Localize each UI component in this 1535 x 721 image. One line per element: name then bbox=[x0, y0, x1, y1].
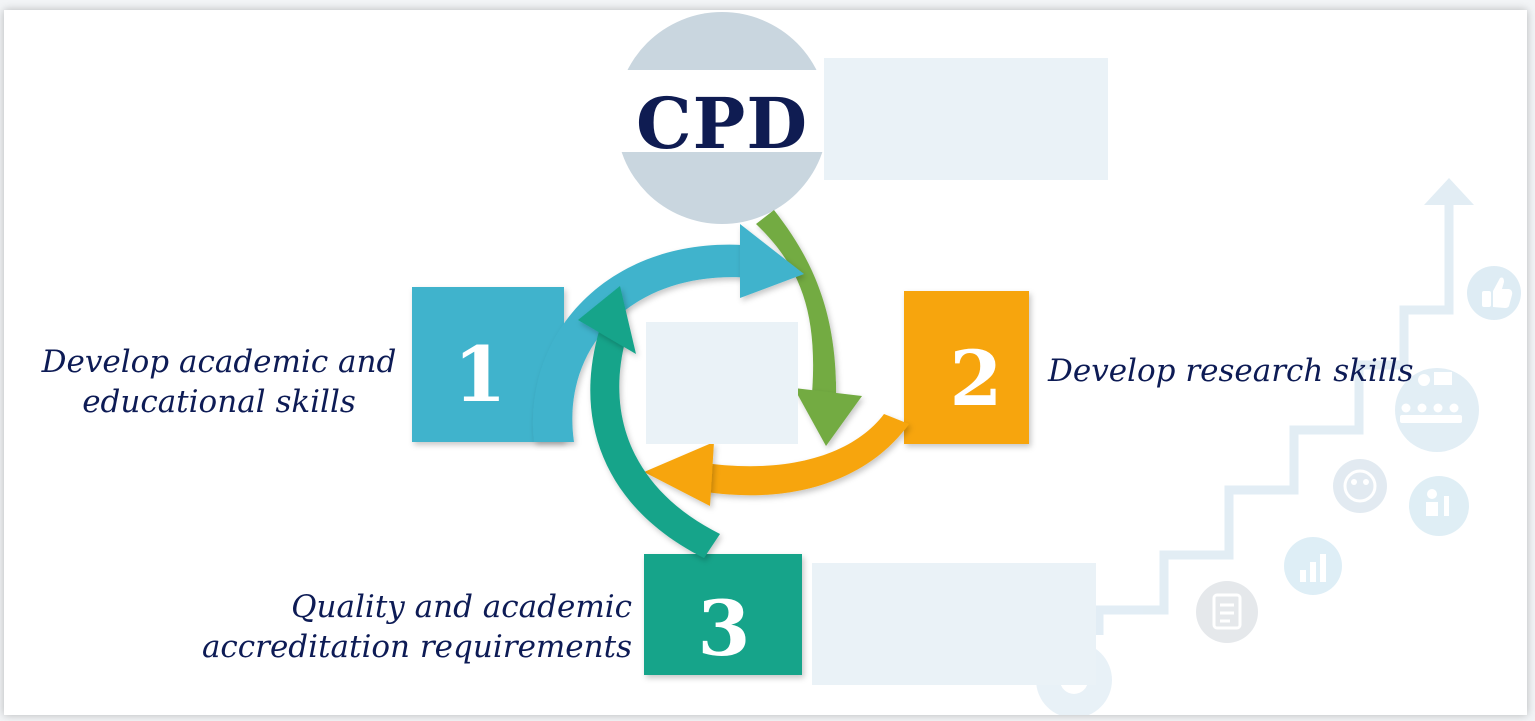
label-line: Develop academic and bbox=[41, 344, 397, 380]
cpd-title-shape bbox=[608, 12, 1108, 224]
green-arrow-head bbox=[794, 388, 862, 446]
clipboard-icon bbox=[1196, 581, 1258, 643]
label-line: accreditation requirements bbox=[201, 628, 632, 665]
badge-number-2: 2 bbox=[949, 334, 1003, 423]
badge-2 bbox=[904, 291, 1029, 444]
growth-icon bbox=[1409, 476, 1469, 536]
thumbs-up-icon bbox=[1467, 266, 1521, 320]
label-quality-accreditation: Quality and academic accreditation requi… bbox=[182, 588, 632, 667]
presentation-icon bbox=[1395, 368, 1479, 452]
title-band bbox=[608, 70, 846, 152]
badge-number-3: 3 bbox=[697, 584, 751, 673]
title-cpd: CPD bbox=[635, 82, 809, 165]
center-panel bbox=[646, 322, 798, 444]
cpd-cycle-diagram bbox=[412, 12, 1521, 715]
blue-arrow-head bbox=[740, 224, 804, 298]
badge-3 bbox=[644, 554, 802, 675]
orange-arrow bbox=[694, 414, 909, 496]
title-panel bbox=[824, 58, 1108, 180]
badge-1 bbox=[412, 287, 564, 442]
label-line: Develop research skills bbox=[1048, 353, 1414, 389]
bottom-right-panel bbox=[812, 563, 1096, 685]
staircase-arrow-icon bbox=[1094, 200, 1454, 635]
green-arrow bbox=[756, 210, 837, 400]
teal-arrow bbox=[590, 328, 720, 558]
diagram-canvas: CPD 1 2 3 Develop academic and education… bbox=[4, 10, 1527, 715]
staircase-arrow-head bbox=[1424, 178, 1474, 205]
teal-arrow-head bbox=[578, 286, 636, 354]
team-icon bbox=[1333, 459, 1387, 513]
bar-chart-icon bbox=[1284, 537, 1342, 595]
label-line: Quality and academic bbox=[291, 589, 632, 625]
blue-arrow bbox=[532, 244, 756, 442]
orange-arrow-head bbox=[644, 442, 714, 506]
background-staircase bbox=[1036, 178, 1521, 715]
label-line: educational skills bbox=[82, 383, 356, 420]
label-develop-academic: Develop academic and educational skills bbox=[34, 343, 404, 422]
label-develop-research: Develop research skills bbox=[1048, 352, 1428, 392]
badge-number-1: 1 bbox=[453, 330, 507, 419]
